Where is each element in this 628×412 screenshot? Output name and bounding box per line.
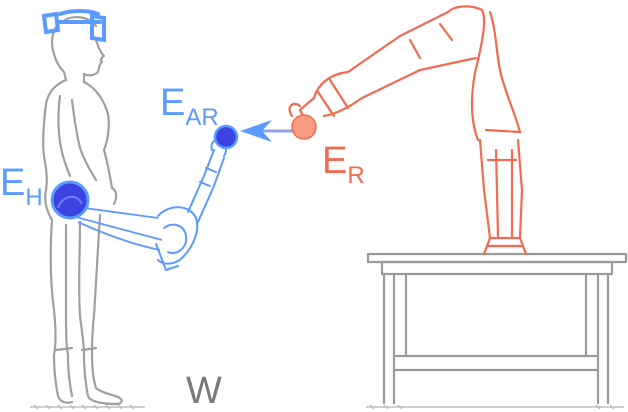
label-ar-effector: EAR	[160, 82, 219, 131]
label-human-effector: EH	[0, 162, 43, 211]
ground-right	[366, 404, 624, 410]
human-effector-marker	[50, 180, 90, 220]
robot-effector-marker	[291, 114, 317, 140]
label-robot-effector: ER	[322, 140, 365, 189]
ar-effector-marker	[213, 124, 239, 150]
vr-headset-icon	[41, 9, 106, 43]
label-world: W	[186, 370, 222, 412]
mapping-arrow	[240, 120, 296, 142]
robot-arm	[288, 5, 528, 256]
table	[366, 252, 628, 404]
ground-left	[30, 404, 145, 410]
ar-arm	[155, 138, 228, 271]
